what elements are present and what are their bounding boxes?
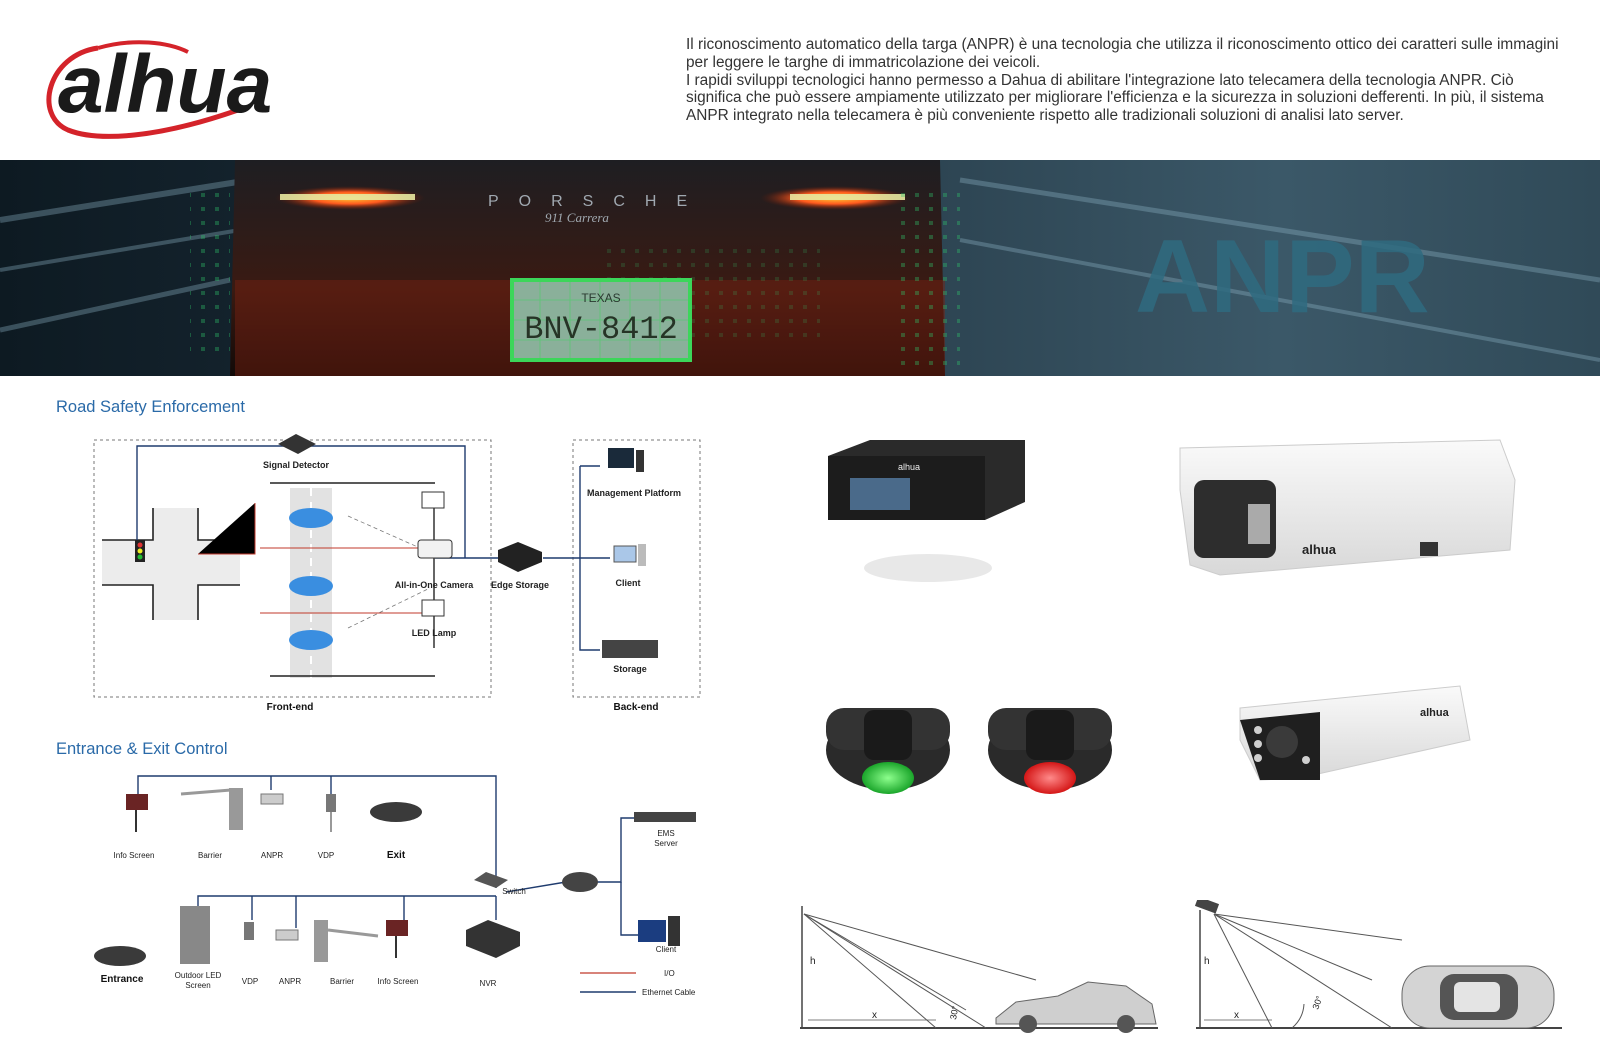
intro-paragraph-2: I rapidi sviluppi tecnologici hanno perm… [686, 71, 1544, 125]
top-info-screen-label: Info Screen [114, 851, 155, 860]
barrier-icon [180, 788, 232, 796]
angle-label: 30° [1310, 994, 1324, 1011]
nvr-brand: alhua [898, 462, 920, 472]
info-screen-icon [386, 920, 408, 936]
bullet-camera-product: alhua [1239, 685, 1471, 781]
bottom-barrier-label: Barrier [330, 977, 354, 986]
signal-detector-label: Signal Detector [263, 460, 330, 470]
all-in-one-camera-icon [417, 539, 453, 559]
entrance-exit-diagram: Info Screen Barrier ANPR VDP Exit Entran… [94, 775, 696, 997]
storage-label: Storage [613, 664, 647, 674]
height-label: h [810, 956, 816, 967]
led-lamp-icon [421, 491, 445, 509]
parking-indicator-green [826, 708, 950, 794]
nvr-icon [466, 920, 520, 958]
plate-number: BNV-8412 [524, 311, 678, 348]
intro-text: Il riconoscimento automatico della targa… [686, 36, 1566, 125]
management-platform-label: Management Platform [587, 488, 681, 498]
road-safety-diagram: Signal Detector All-in-One Camera LED La… [93, 434, 701, 713]
back-end-label: Back-end [613, 702, 658, 713]
signal-detector-icon [278, 434, 316, 454]
car-top-icon [1401, 965, 1555, 1029]
client-icon [613, 545, 637, 563]
plate-state: TEXAS [581, 291, 620, 305]
bottom-anpr-label: ANPR [279, 977, 301, 986]
legend-ethernet: Ethernet Cable [642, 988, 696, 997]
parking-indicator-red [988, 708, 1112, 794]
ems-label-1: EMS [657, 829, 674, 838]
anpr-camera-icon [260, 793, 284, 805]
switch-icon [474, 872, 508, 888]
all-in-one-camera-label: All-in-One Camera [395, 580, 475, 590]
router-icon [562, 872, 598, 892]
car-icon [94, 946, 146, 966]
angle-label: 30° [948, 1005, 960, 1021]
vdp-icon [244, 922, 254, 940]
vdp-icon [326, 794, 336, 812]
storage-icon [602, 640, 658, 658]
client-label: Client [656, 945, 677, 954]
nvr-label: NVR [480, 979, 497, 988]
anpr-banner: PORSCHE 911 Carrera TEXAS BNV-8412 ANPR [0, 160, 1600, 376]
entrance-exit-title: Entrance & Exit Control [56, 740, 228, 758]
road-safety-title: Road Safety Enforcement [56, 398, 245, 416]
barrier-icon [314, 920, 328, 962]
car-brand: PORSCHE [488, 193, 707, 210]
housing-camera-product: alhua [1179, 439, 1516, 576]
ems-server-icon [634, 812, 696, 822]
banner-image: PORSCHE 911 Carrera TEXAS BNV-8412 ANPR [0, 160, 1600, 376]
banner-title: ANPR [1135, 219, 1430, 335]
car-icon [289, 508, 333, 650]
exit-label: Exit [387, 850, 406, 861]
edge-storage-icon [498, 542, 542, 572]
camera-brand: alhua [1302, 542, 1337, 557]
height-label: h [1204, 956, 1210, 967]
entrance-label: Entrance [101, 974, 144, 985]
client-label: Client [615, 578, 640, 588]
bullet-camera-brand: alhua [1420, 707, 1450, 719]
info-screen-icon [126, 794, 148, 810]
led-lamp-label: LED Lamp [412, 628, 457, 638]
management-platform-icon [608, 448, 634, 468]
nvr-product: alhua [828, 440, 1025, 582]
installation-diagram-side: h x 30° [800, 906, 1158, 1033]
top-barrier-label: Barrier [198, 851, 222, 860]
led-lamp-icon [421, 599, 445, 617]
product-gallery: alhua alhua alhua [826, 439, 1516, 794]
bottom-info-screen-label: Info Screen [378, 977, 419, 986]
outdoor-led-label-2: Screen [185, 981, 210, 990]
distance-label: x [872, 1010, 877, 1021]
intro-paragraph-1: Il riconoscimento automatico della targa… [686, 36, 1559, 71]
front-end-label: Front-end [267, 702, 314, 713]
ems-label-2: Server [654, 839, 678, 848]
edge-storage-label: Edge Storage [491, 580, 549, 590]
car-model: 911 Carrera [545, 210, 609, 225]
car-side-icon [995, 981, 1157, 1025]
anpr-camera-icon [275, 929, 299, 941]
outdoor-led-screen-icon [180, 906, 210, 964]
installation-diagram-top: h x 30° [1194, 900, 1562, 1029]
switch-label: Switch [502, 887, 526, 896]
top-vdp-label: VDP [318, 851, 334, 860]
bottom-vdp-label: VDP [242, 977, 258, 986]
top-anpr-label: ANPR [261, 851, 283, 860]
legend-io: I/O [664, 969, 675, 978]
client-monitor-icon [638, 920, 666, 942]
distance-label: x [1234, 1010, 1239, 1021]
car-icon [370, 802, 422, 822]
dahua-logo: alhua [46, 39, 272, 139]
license-plate: TEXAS BNV-8412 [510, 278, 692, 362]
logo-text: alhua [58, 39, 272, 130]
camera-icon [1194, 900, 1220, 914]
outdoor-led-label-1: Outdoor LED [175, 971, 222, 980]
